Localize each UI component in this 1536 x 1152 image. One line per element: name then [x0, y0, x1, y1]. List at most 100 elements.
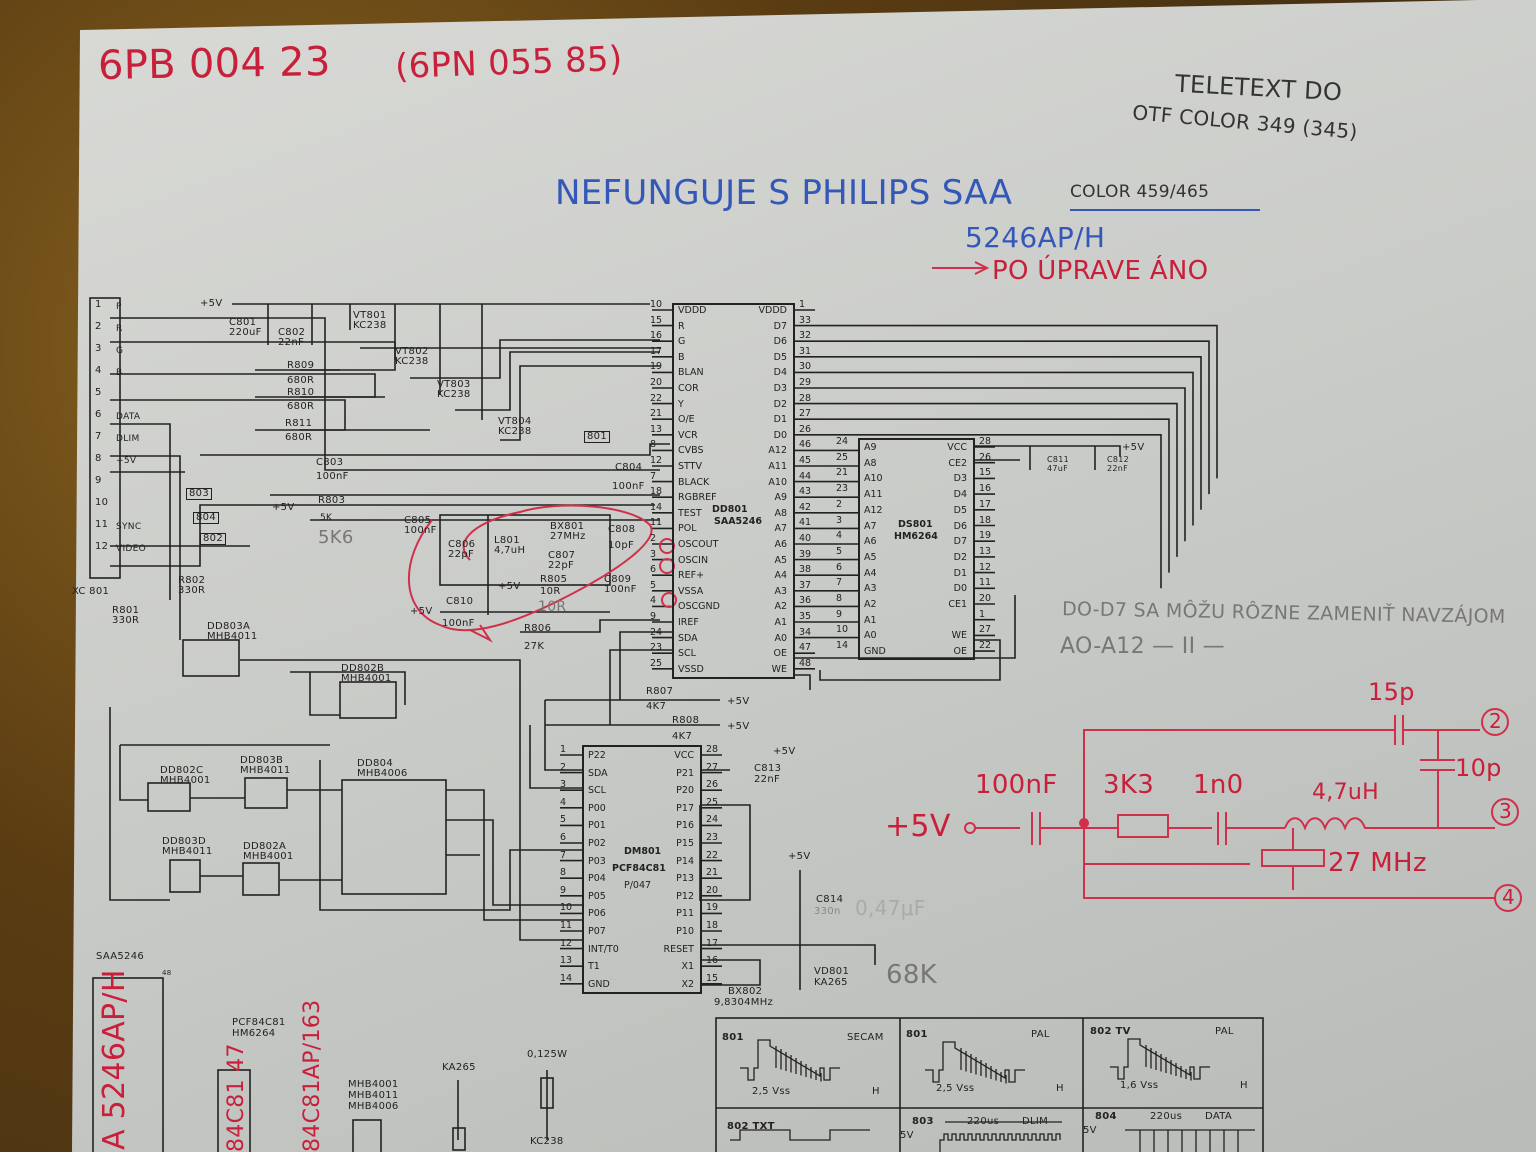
mcu-supply: +5V — [773, 746, 796, 757]
saa-pin-number: 16 — [650, 330, 663, 342]
bx801-label: BX801 — [550, 521, 585, 532]
waveform-testpoint: 801 — [906, 1029, 928, 1040]
saa-pin-name: SDA — [678, 632, 698, 644]
saa-pin-number: 18 — [650, 486, 663, 498]
saa-pin-name: A6 — [774, 539, 787, 550]
ram-pin-name: D6 — [953, 520, 967, 532]
note-added-resistor: 68K — [886, 960, 938, 990]
ram-pin-name: CE2 — [948, 457, 967, 469]
r802-label: R802 — [178, 575, 206, 586]
r802-value: 330R — [178, 585, 206, 596]
saa-pin-number: 13 — [650, 423, 663, 435]
mcu-pin-number: 9 — [560, 884, 567, 896]
saa-pin-name: G — [678, 336, 686, 348]
saa-pin-number: 24 — [650, 626, 663, 638]
saa-pin-name: BLACK — [678, 476, 710, 488]
mcu-pin-name: X1 — [681, 961, 694, 973]
waveform-amplitude: 2,5 Vss — [936, 1083, 975, 1094]
mod-c-top: 15p — [1368, 678, 1415, 706]
saa-pin-name: VDDD — [678, 305, 707, 316]
ram-pin-number: 13 — [979, 545, 992, 557]
r810-label: R810 — [287, 387, 315, 398]
saa-type: SAA5246 — [714, 516, 762, 527]
wire — [815, 371, 1194, 526]
c805-value: 100nF — [404, 525, 437, 536]
mcu-pin-name: P13 — [676, 873, 694, 885]
connector-body — [89, 297, 121, 579]
saa-pin-name: D0 — [773, 429, 787, 441]
vd801-label: VD801 — [814, 966, 850, 977]
waveform-trace — [945, 1121, 1255, 1131]
mcu-pin-number: 28 — [706, 744, 719, 755]
mod-crystal — [1261, 849, 1325, 867]
waveform-testpoint: 802 TV — [1090, 1026, 1131, 1037]
mcu-pin-number: 14 — [560, 972, 573, 984]
ram-pin-number: 10 — [836, 624, 849, 636]
r808-label: R808 — [672, 715, 700, 726]
ram-pin-number: 23 — [836, 483, 849, 495]
saa-pin-name: D2 — [773, 398, 787, 410]
connector-pin-label: G — [116, 346, 124, 356]
waveform-standard: DLIM — [1022, 1116, 1049, 1127]
mcu-pin-number: 26 — [706, 779, 719, 791]
vt801-label: VT801 — [353, 310, 387, 321]
l801-label: L801 — [494, 535, 520, 546]
saa-pin-number: 30 — [799, 361, 812, 373]
mcu-pin-name: P00 — [588, 802, 606, 814]
mcu-pin-name: P21 — [676, 767, 694, 779]
waveform-standard: PAL — [1031, 1029, 1050, 1040]
pinout-pcf-handwritten: 84C81 47 — [224, 1043, 249, 1152]
r806-value: 27K — [524, 641, 545, 652]
saa-pin-name: TEST — [678, 507, 702, 519]
pinout-pcf-label: PCF84C81 — [232, 1017, 286, 1028]
r809-label: R809 — [287, 360, 315, 371]
dd802a-label: DD802A — [243, 841, 287, 852]
saa-pin-number: 20 — [650, 377, 663, 388]
r810-value: 680R — [287, 401, 315, 412]
vd801-value: KA265 — [814, 977, 848, 988]
mcu-pin-name: INT/T0 — [588, 943, 619, 955]
ram-pin-name: A3 — [864, 583, 877, 595]
c804-label: C804 — [615, 462, 643, 473]
pinout-saa-pin: 48 — [162, 969, 172, 977]
saa-pin-number: 28 — [799, 392, 812, 404]
mcu-pin-number: 6 — [560, 832, 567, 843]
saa-pin-name: A12 — [768, 445, 787, 457]
waveform-standard: SECAM — [847, 1032, 884, 1043]
pinout-saa-handwritten: A 5246AP/H — [97, 969, 132, 1150]
red-modifications — [408, 261, 1522, 912]
waveform-trace — [939, 1133, 1061, 1152]
note-c814-value: 0,47μF — [855, 896, 926, 920]
mod-resistor-value: 3K3 — [1103, 770, 1155, 800]
connector-pin-label: B — [116, 368, 123, 378]
mod-resistor — [1117, 814, 1169, 838]
c811-value: 47uF — [1047, 464, 1069, 473]
mcu-pin-name: P06 — [588, 908, 606, 920]
l801-value: 4,7uH — [494, 545, 526, 556]
saa-pin-number: 22 — [650, 392, 663, 404]
ram-pin-name: D7 — [953, 536, 967, 548]
waveform-trace — [740, 1039, 840, 1081]
saa-pin-number: 45 — [799, 455, 812, 466]
saa-pin-name: SCL — [678, 648, 696, 660]
mod-c-side: 10p — [1455, 754, 1502, 782]
document-code: 6PB 004 23 — [97, 38, 332, 90]
ram-pin-number: 16 — [979, 483, 992, 495]
mcu-pin-number: 10 — [560, 902, 573, 914]
mcu-pin-number: 23 — [706, 832, 719, 843]
saa-pin-name: Y — [678, 398, 684, 410]
ram-pin-name: A10 — [864, 473, 883, 485]
ram-pin-number: 21 — [836, 467, 849, 479]
waveform-standard: DATA — [1205, 1111, 1232, 1122]
waveform-amplitude: 5V — [1083, 1125, 1097, 1136]
vt801-type: KC238 — [353, 320, 387, 331]
saa-pin-name: A1 — [774, 617, 787, 628]
ram-pin-name: A11 — [864, 489, 883, 501]
mcu-pin-name: P14 — [676, 855, 694, 867]
ram-pin-name: A12 — [864, 504, 883, 516]
mcu-pin-name: X2 — [681, 978, 694, 990]
saa-pin-name: IREF — [678, 617, 699, 628]
waveform-testpoint: 804 — [1095, 1111, 1117, 1122]
supply-label: +5V — [200, 298, 223, 309]
ram-pin-number: 3 — [836, 514, 843, 526]
